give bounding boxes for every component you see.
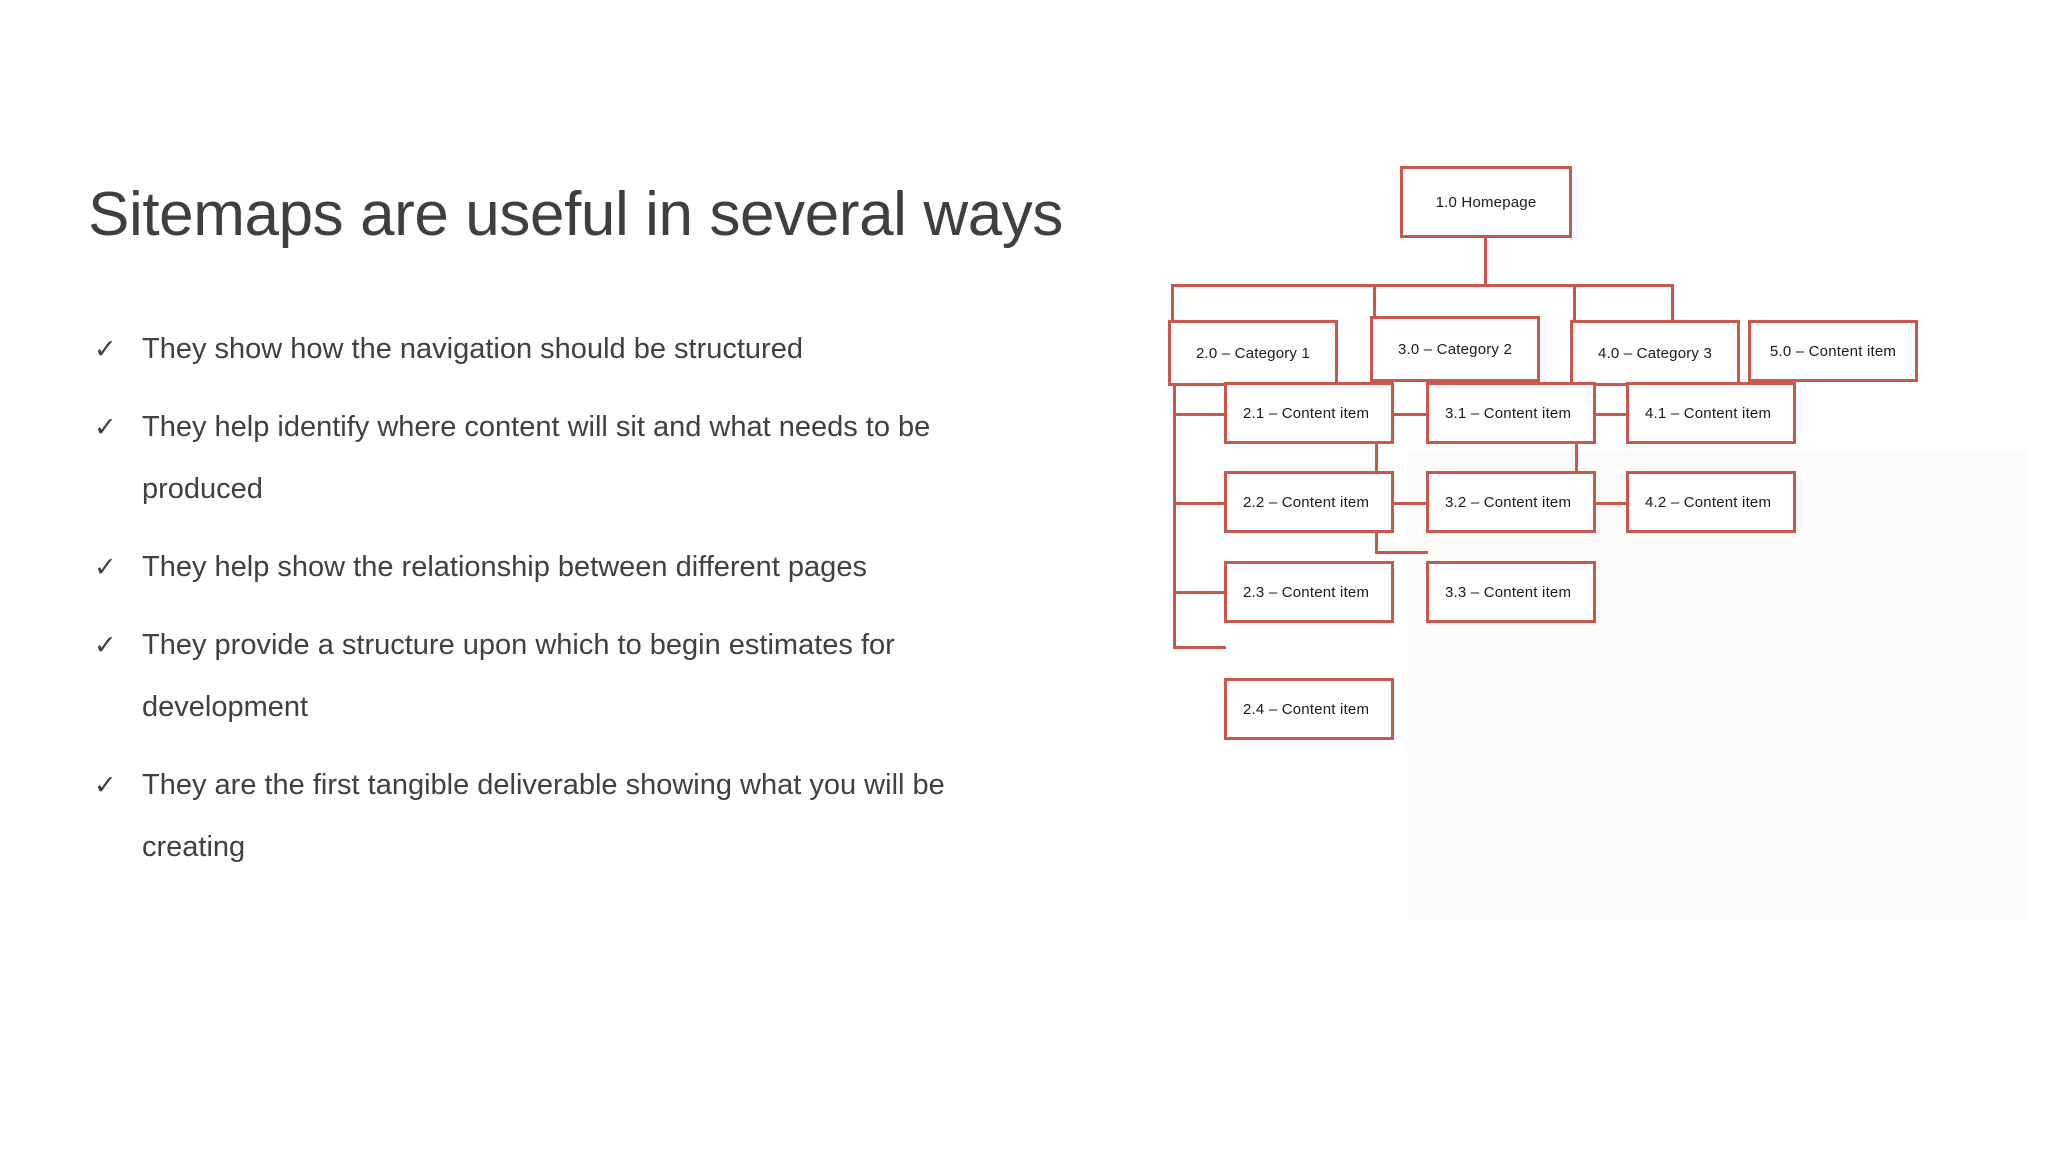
check-icon: ✓ [94, 412, 117, 442]
connector-stub-3-3 [1375, 551, 1428, 554]
list-item: ✓ They help identify where content will … [90, 396, 1030, 520]
list-item-label: They show how the navigation should be s… [142, 333, 803, 365]
connector-drop-category3 [1573, 284, 1576, 322]
list-item-label: They are the first tangible deliverable … [142, 769, 945, 863]
sitemap-node-2-4[interactable]: 2.4 – Content item [1224, 678, 1394, 740]
connector-spine-category2 [1375, 382, 1378, 554]
connector-stub-2-3 [1173, 591, 1226, 594]
connector-root-stem [1484, 236, 1487, 286]
sitemap-node-category-2[interactable]: 3.0 – Category 2 [1370, 316, 1540, 382]
connector-spine-category3 [1575, 386, 1578, 506]
connector-stub-4-1 [1575, 413, 1628, 416]
sitemap-node-2-2[interactable]: 2.2 – Content item [1224, 471, 1394, 533]
connector-stub-2-2 [1173, 502, 1226, 505]
connector-drop-contentitem5 [1671, 284, 1674, 322]
sitemap-node-category-1[interactable]: 2.0 – Category 1 [1168, 320, 1338, 386]
sitemap-node-3-3[interactable]: 3.3 – Content item [1426, 561, 1596, 623]
connector-stub-2-1 [1173, 413, 1226, 416]
bullet-list: ✓ They show how the navigation should be… [90, 318, 1030, 894]
connector-stub-4-2 [1575, 502, 1628, 505]
list-item-label: They help identify where content will si… [142, 411, 931, 505]
list-item: ✓ They provide a structure upon which to… [90, 614, 1030, 738]
check-icon: ✓ [94, 630, 117, 660]
sitemap-node-root[interactable]: 1.0 Homepage [1400, 166, 1572, 238]
list-item: ✓ They are the first tangible deliverabl… [90, 754, 1030, 878]
check-icon: ✓ [94, 334, 117, 364]
list-item: ✓ They show how the navigation should be… [90, 318, 1030, 380]
list-item: ✓ They help show the relationship betwee… [90, 536, 1030, 598]
connector-stub-3-1 [1375, 413, 1428, 416]
sitemap-node-3-2[interactable]: 3.2 – Content item [1426, 471, 1596, 533]
sitemap-node-2-1[interactable]: 2.1 – Content item [1224, 382, 1394, 444]
sitemap-node-category-3[interactable]: 4.0 – Category 3 [1570, 320, 1740, 386]
connector-drop-category1 [1171, 284, 1174, 322]
connector-spine-category1 [1173, 386, 1176, 648]
page-title: Sitemaps are useful in several ways [88, 180, 1064, 249]
sitemap-node-3-1[interactable]: 3.1 – Content item [1426, 382, 1596, 444]
connector-stub-3-2 [1375, 502, 1428, 505]
check-icon: ✓ [94, 552, 117, 582]
list-item-label: They provide a structure upon which to b… [142, 629, 895, 723]
sitemap-node-4-2[interactable]: 4.2 – Content item [1626, 471, 1796, 533]
connector-level1-bus [1171, 284, 1674, 287]
check-icon: ✓ [94, 770, 117, 800]
list-item-label: They help show the relationship between … [142, 551, 867, 583]
sitemap-node-4-1[interactable]: 4.1 – Content item [1626, 382, 1796, 444]
sitemap-node-2-3[interactable]: 2.3 – Content item [1224, 561, 1394, 623]
connector-stub-2-4 [1173, 646, 1226, 649]
sitemap-node-content-item-5[interactable]: 5.0 – Content item [1748, 320, 1918, 382]
connector-drop-category2 [1373, 284, 1376, 322]
sitemap-diagram: 1.0 Homepage 2.0 – Category 1 3.0 – Cate… [1128, 150, 2028, 920]
